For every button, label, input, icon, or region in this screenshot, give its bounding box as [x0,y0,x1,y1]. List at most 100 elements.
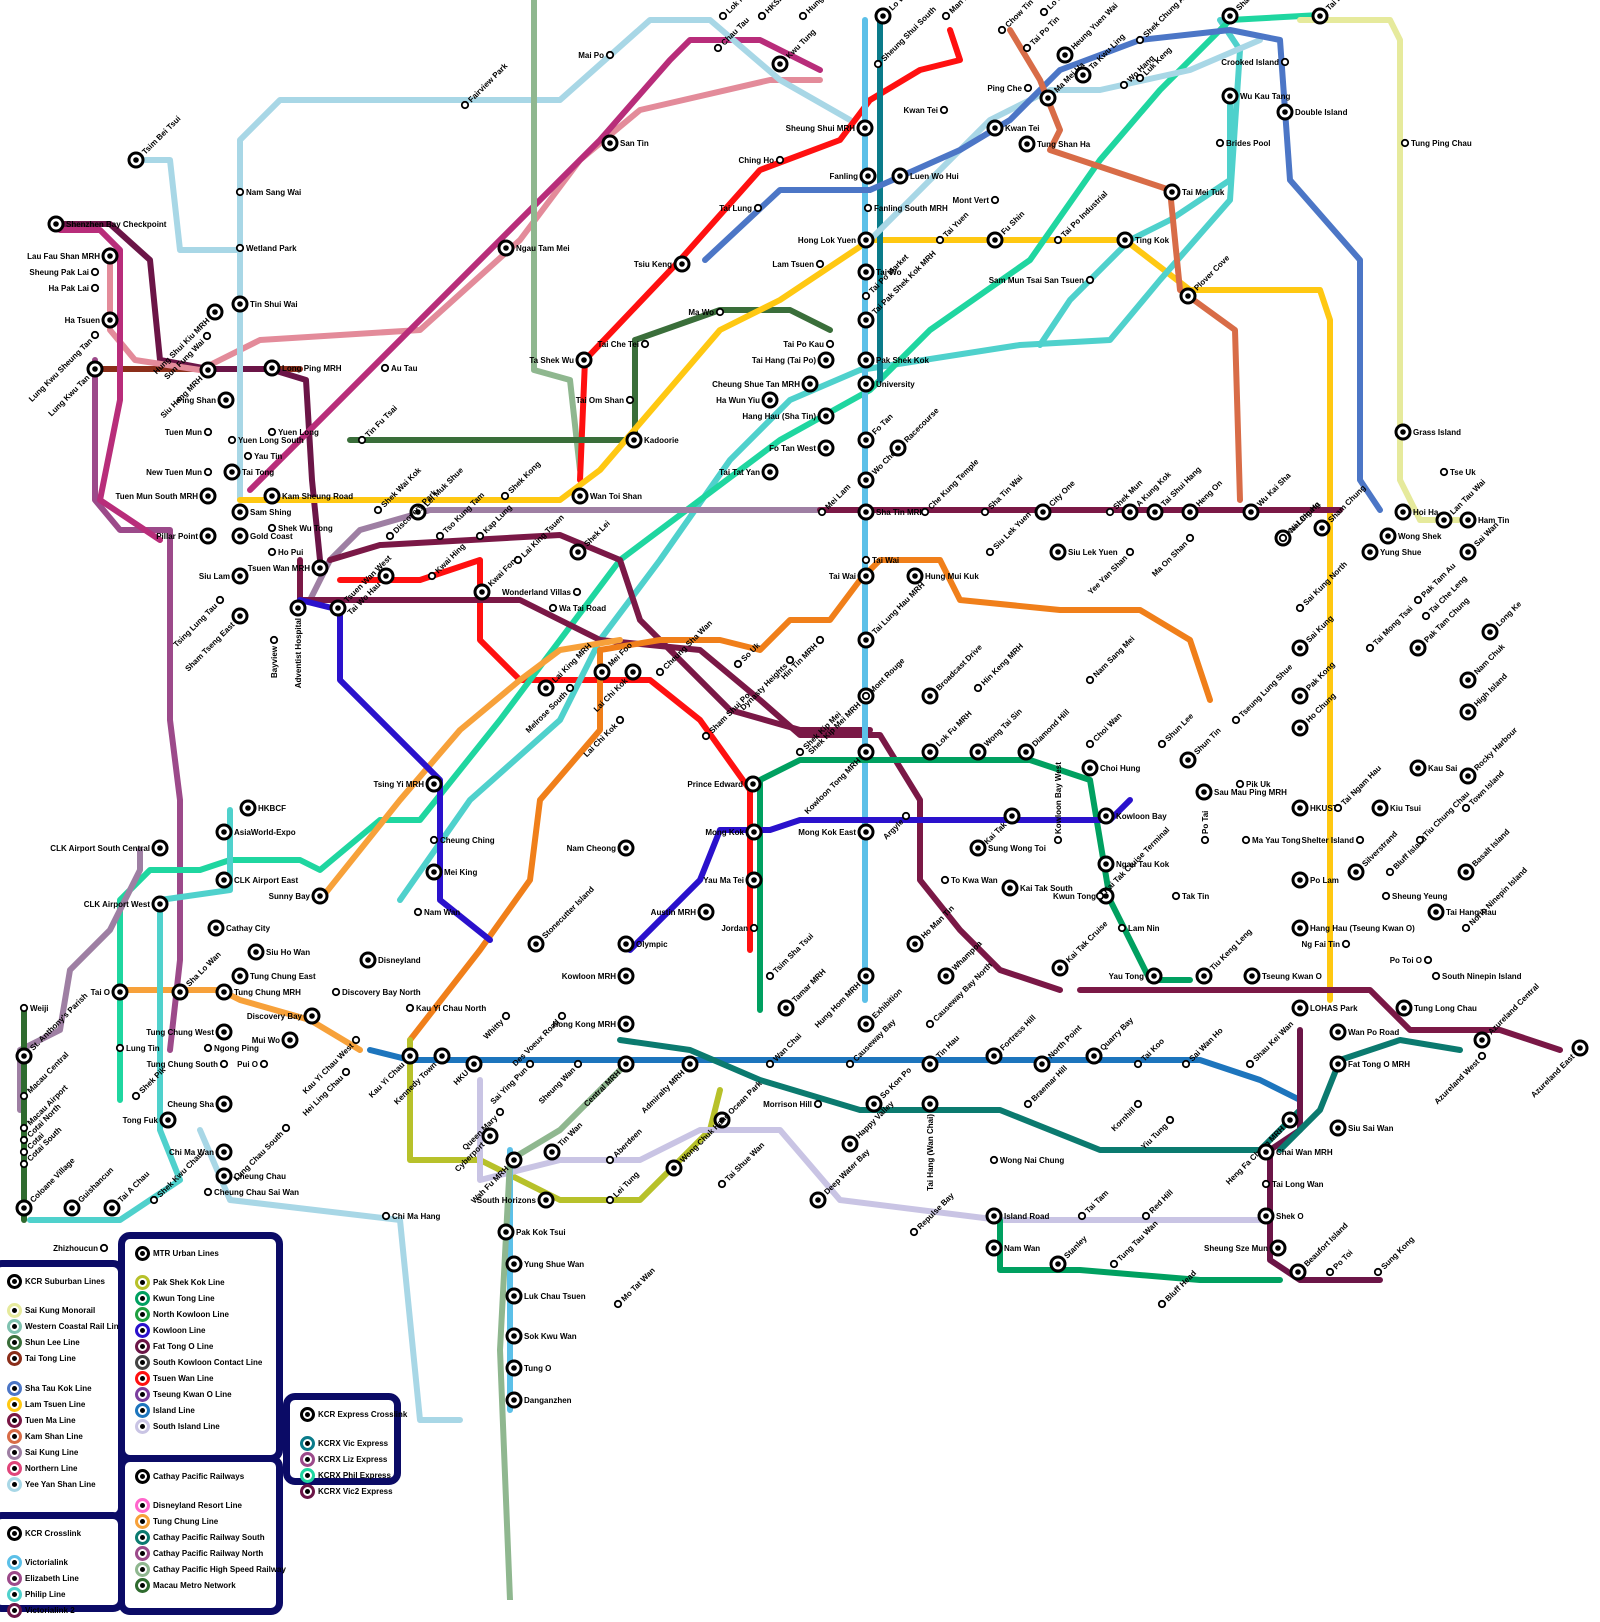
station[interactable]: Yiu Tung [1139,1115,1175,1152]
station[interactable]: Basalt Island [1457,827,1512,881]
line-yellow-ctr[interactable] [237,237,1333,1003]
station[interactable]: Tuen Mun [165,427,213,437]
line-island-line[interactable] [367,1047,1303,1103]
station-marker[interactable] [1295,603,1305,613]
legend-item[interactable]: Tung Chung Line [135,1513,272,1529]
station[interactable]: Shek Kwu Chau [149,1150,205,1205]
station-marker[interactable] [203,1187,213,1197]
station[interactable]: Tai Tat Yan [719,463,779,481]
station[interactable]: Tai A Chau [103,1169,151,1217]
station[interactable]: Nam Cheong [567,839,635,857]
station[interactable]: Luen Wo Hui [891,167,959,185]
station[interactable]: Siu Sai Wan [1329,1119,1394,1137]
station[interactable]: Chow Tin [997,0,1035,35]
station-marker[interactable] [1022,43,1032,53]
station[interactable]: Tai Hang (Wan Chai) [921,1095,939,1191]
legend-item[interactable]: Victorialink 2 [7,1602,114,1618]
station-marker[interactable] [615,715,625,725]
station[interactable]: Ching Ho [738,155,785,165]
legend-item[interactable]: Kowloon Line [135,1322,272,1338]
station-marker[interactable] [1477,1051,1487,1061]
station-marker[interactable] [267,523,277,533]
station-marker[interactable] [19,1091,29,1101]
station-marker[interactable] [259,1059,269,1069]
station-marker[interactable] [1023,83,1033,93]
station-marker[interactable] [1085,275,1095,285]
station-marker[interactable] [939,105,949,115]
station[interactable]: Ha Tsuen [65,311,119,329]
station[interactable]: Choi Hung [1081,759,1141,777]
line-tko-line[interactable] [1267,1027,1383,1283]
station[interactable]: Pillar Point [156,527,217,545]
station[interactable]: Yau Ma Tei [703,871,763,889]
station[interactable]: Chai Wan MRH [1257,1143,1333,1161]
station-marker[interactable] [1133,1059,1143,1069]
station-marker[interactable] [1185,533,1195,543]
station-marker[interactable] [990,195,1000,205]
station-marker[interactable] [1235,779,1245,789]
station[interactable]: Siu Lek Yuen [985,510,1033,557]
station[interactable]: Ha Pak Lai [49,283,100,293]
station-marker[interactable] [1117,923,1127,933]
line-tai-mei-tuk[interactable] [1007,27,1243,503]
legend-item[interactable]: Philip Line [7,1586,114,1602]
station[interactable]: Nam Sang Wai [235,187,301,197]
station[interactable]: Azureland Central [1473,982,1541,1049]
station[interactable]: University [857,375,915,393]
station[interactable]: Tung O [505,1359,551,1377]
station-marker[interactable] [861,291,871,301]
station[interactable]: Wonderland Villas [502,587,582,597]
station-marker[interactable] [973,683,983,693]
station[interactable]: Shek Wu Tong [267,523,333,533]
station-marker[interactable] [1385,867,1395,877]
station-marker[interactable] [1341,939,1351,949]
station[interactable]: Nam Sang Mei [1085,634,1137,685]
legend-item[interactable]: Victorialink [7,1554,114,1570]
station[interactable]: Yau Tong [1109,967,1163,985]
station[interactable]: Pui O [237,1059,269,1069]
station-marker[interactable] [1171,891,1181,901]
station-marker[interactable] [863,203,873,213]
station-marker[interactable] [1215,138,1225,148]
station-marker[interactable] [605,1195,615,1205]
station[interactable]: Lam Tsuen [772,259,825,269]
station-marker[interactable] [19,1003,29,1013]
station[interactable]: Tong Fuk [123,1111,177,1129]
legend-item[interactable]: Yee Yan Shan Line [7,1476,114,1492]
station-marker[interactable] [1431,971,1441,981]
station[interactable]: Pak Kok Tsui [497,1223,566,1241]
line-nam-sang-wai[interactable] [137,157,243,253]
station-marker[interactable] [1400,138,1410,148]
station-marker[interactable] [989,1155,999,1165]
station[interactable]: Shau Kei Wan [1245,1019,1296,1069]
station[interactable]: LOHAS Park [1291,999,1358,1017]
legend-item[interactable]: Kam Shan Line [7,1428,114,1444]
station[interactable]: Nam Wan [985,1239,1040,1257]
legend-item[interactable]: Sai Kung Monorail [7,1302,114,1318]
station[interactable]: Pak Shek Kok [857,351,929,369]
station[interactable]: Ng Fai Tin [1301,939,1351,949]
station[interactable]: South Horizons [477,1191,555,1209]
station-marker[interactable] [845,1059,855,1069]
station-marker[interactable] [385,531,395,541]
station[interactable]: Kai Tak [982,807,1021,846]
station[interactable]: Wong Shek [1379,527,1442,545]
station-marker[interactable] [203,467,213,477]
line-nw-purple[interactable] [92,357,183,1053]
station[interactable]: Admiralty MRH [640,1055,699,1115]
station[interactable]: Stanley [1049,1234,1089,1273]
station-marker[interactable] [825,339,835,349]
station-marker[interactable] [925,1019,935,1029]
station[interactable]: Fanling South MRH [863,203,948,213]
station[interactable]: Adventist Hospital [289,599,307,688]
legend-item[interactable]: Tai Tong Line [7,1350,114,1366]
station-marker[interactable] [235,243,245,253]
station[interactable]: Hang Hau (Tseung Kwan O) [1291,919,1415,937]
station[interactable]: Kai Tak Cruise [1051,919,1110,977]
station-marker[interactable] [405,1003,415,1013]
line-fairview[interactable] [237,17,853,503]
station[interactable]: Chi Ma Hang [381,1211,441,1221]
station-marker[interactable] [1135,73,1145,83]
station-marker[interactable] [429,835,439,845]
station-marker[interactable] [501,1011,511,1021]
